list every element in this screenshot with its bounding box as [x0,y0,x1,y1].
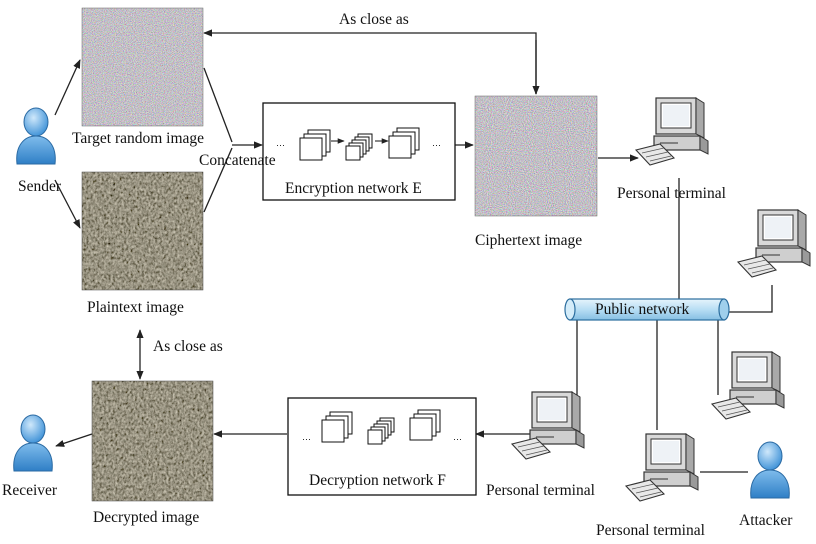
decryption-network-label: Decryption network F [309,472,446,489]
sender-label: Sender [18,178,62,195]
target-random-image [81,7,204,127]
target-random-image-label: Target random image [72,130,205,147]
svg-text:···: ··· [432,140,441,150]
conv-layer-stack-icon: ··· ··· [302,409,462,445]
attacker-label: Attacker [739,512,793,529]
network-terminal-right-bottom-icon [711,351,785,420]
personal-terminal-top-label: Personal terminal [617,185,726,202]
connector-lines [54,29,773,473]
personal-terminal-bottom-label: Personal terminal [596,522,705,539]
svg-text:···: ··· [276,140,285,150]
network-terminal-right-top-icon [737,209,811,278]
plaintext-image-label: Plaintext image [87,299,184,316]
decryption-network-box: ··· ··· [287,397,477,496]
receiver-person-icon [13,414,53,472]
ciphertext-image [474,95,598,217]
receiver-label: Receiver [2,482,58,499]
personal-terminal-bottom-icon [625,433,699,502]
conv-layer-stack-icon: ··· ··· [276,127,441,161]
plaintext-image [81,171,204,291]
encryption-network-label: Encryption network E [285,180,422,197]
encryption-network-box: ··· ··· [262,102,456,201]
attacker-person-icon [750,441,790,499]
personal-terminal-left-label: Personal terminal [486,482,595,499]
concatenate-label: Concatenate [199,152,276,169]
decrypted-image [91,380,214,502]
as-close-as-left-label: As close as [153,338,223,355]
svg-text:···: ··· [302,434,311,444]
network-cylinder-icon [564,298,730,321]
personal-terminal-top-icon [635,97,709,166]
personal-terminal-left-icon [511,391,585,460]
sender-person-icon [16,107,56,165]
public-network-label: Public network [595,301,690,318]
decrypted-image-label: Decrypted image [93,509,200,526]
svg-text:···: ··· [453,434,462,444]
ciphertext-image-label: Ciphertext image [475,232,583,249]
as-close-as-top-label: As close as [339,11,409,28]
